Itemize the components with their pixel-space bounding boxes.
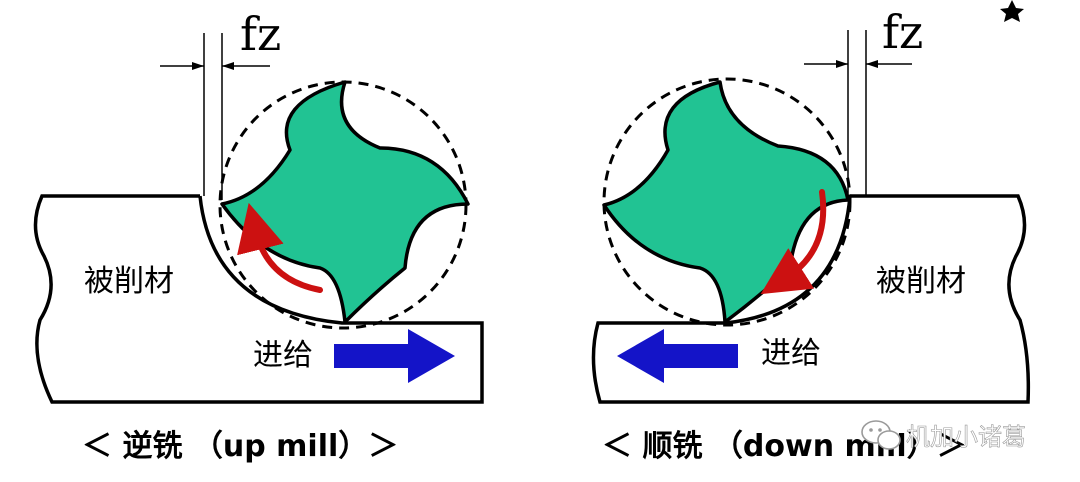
caption-up-milling: ＜ 逆铣 （up mill）＞ — [82, 429, 398, 464]
cutter-body-left — [220, 80, 470, 324]
feed-arrow-right — [617, 329, 738, 383]
fz-arrowhead-b-right — [866, 60, 878, 68]
workpiece-label-right: 被削材 — [876, 264, 966, 299]
fz-label-right: fz — [882, 5, 923, 59]
cutter-path-circle-right — [602, 77, 852, 327]
fz-arrowhead-a-right — [836, 60, 848, 68]
rotation-arrow-right — [760, 189, 827, 295]
watermark-text: 机加小诸葛 — [906, 423, 1026, 451]
feed-label-left: 进给 — [253, 338, 313, 373]
workpiece-label-left: 被削材 — [84, 264, 174, 299]
down-milling-panel: fz 被削材 进给 ＜ 顺铣 （down mill）＞ — [591, 5, 1031, 464]
caption-down-milling: ＜ 顺铣 （down mill）＞ — [602, 429, 967, 464]
up-milling-panel: fz 被削材 进给 ＜ 逆铣 （up mill）＞ — [33, 7, 484, 464]
feed-label-right: 进给 — [761, 336, 821, 371]
feed-arrow-left — [334, 329, 455, 383]
fz-label-left: fz — [240, 7, 281, 61]
star-icon — [1000, 0, 1024, 22]
fz-arrowhead-a-left — [192, 62, 204, 70]
rotation-arrow-left — [237, 202, 323, 293]
watermark: 机加小诸葛 — [861, 420, 1026, 451]
fz-arrowhead-b-left — [222, 62, 234, 70]
wechat-icon — [861, 420, 901, 450]
